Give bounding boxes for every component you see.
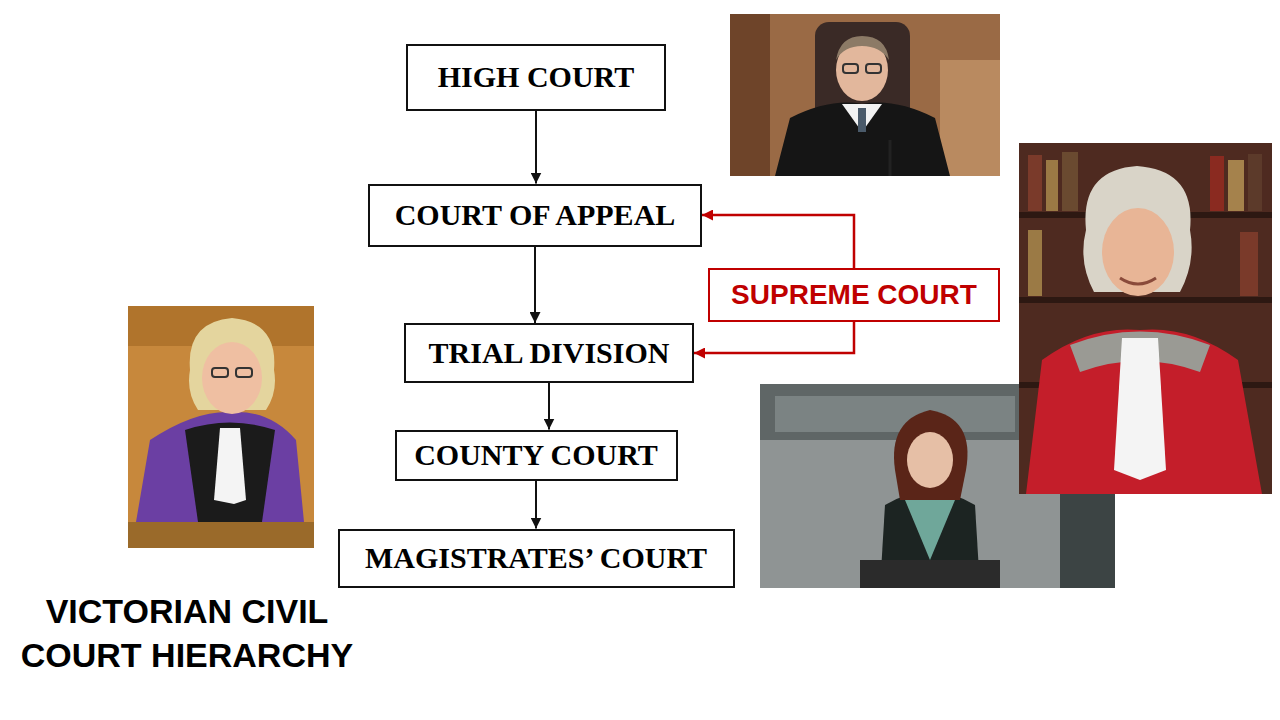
judge-photo	[128, 306, 314, 548]
court-box: HIGH COURT	[406, 44, 666, 111]
hierarchy-arrow	[548, 383, 550, 430]
judge-photo	[730, 14, 1000, 176]
court-box: COURT OF APPEAL	[368, 184, 702, 247]
hierarchy-arrow	[535, 111, 537, 184]
hierarchy-arrow	[535, 481, 537, 529]
court-name: COURT OF APPEAL	[395, 198, 676, 233]
court-box: MAGISTRATES’ COURT	[338, 529, 735, 588]
hierarchy-arrow	[534, 247, 536, 324]
supreme-court-bracket	[694, 322, 854, 353]
supreme-court-bracket	[702, 215, 854, 268]
supreme-court-box: SUPREME COURT	[708, 268, 1000, 322]
court-name: HIGH COURT	[438, 60, 634, 95]
court-box: COUNTY COURT	[395, 430, 678, 481]
court-name: TRIAL DIVISION	[429, 336, 670, 371]
court-name: MAGISTRATES’ COURT	[365, 541, 707, 576]
court-box: TRIAL DIVISION	[404, 323, 694, 383]
judge-photo	[1019, 143, 1272, 494]
court-name: COUNTY COURT	[414, 438, 658, 473]
diagram-title: VICTORIAN CIVIL COURT HIERARCHY	[2, 590, 372, 677]
court-name: SUPREME COURT	[731, 279, 977, 311]
